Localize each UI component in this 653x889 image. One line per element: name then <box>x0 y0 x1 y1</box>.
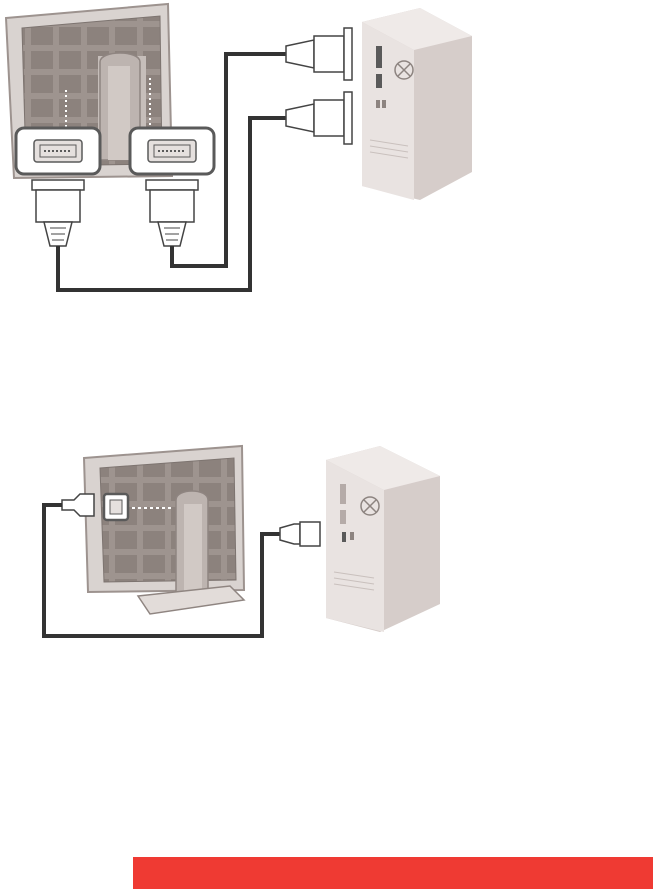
dvi-plug-monitor-right-icon <box>146 180 198 246</box>
page-footer-bar <box>133 857 653 889</box>
diagram-dual-dvi <box>6 4 472 290</box>
dvi-plug-computer-top-icon <box>286 28 352 80</box>
computer-tower-icon <box>326 446 440 632</box>
dvi-plug-monitor-left-icon <box>32 180 84 246</box>
monitor-back-stand-icon <box>84 446 244 614</box>
diagram-usb <box>44 446 440 636</box>
computer-tower-icon <box>362 8 472 200</box>
usb-plug-computer-icon <box>280 522 320 546</box>
usb-plug-monitor-icon <box>62 494 94 516</box>
dvi-plug-computer-bottom-icon <box>286 92 352 144</box>
dvi-port-left-icon <box>16 128 100 174</box>
dvi-port-right-icon <box>130 128 214 174</box>
usb-port-icon <box>104 494 128 520</box>
